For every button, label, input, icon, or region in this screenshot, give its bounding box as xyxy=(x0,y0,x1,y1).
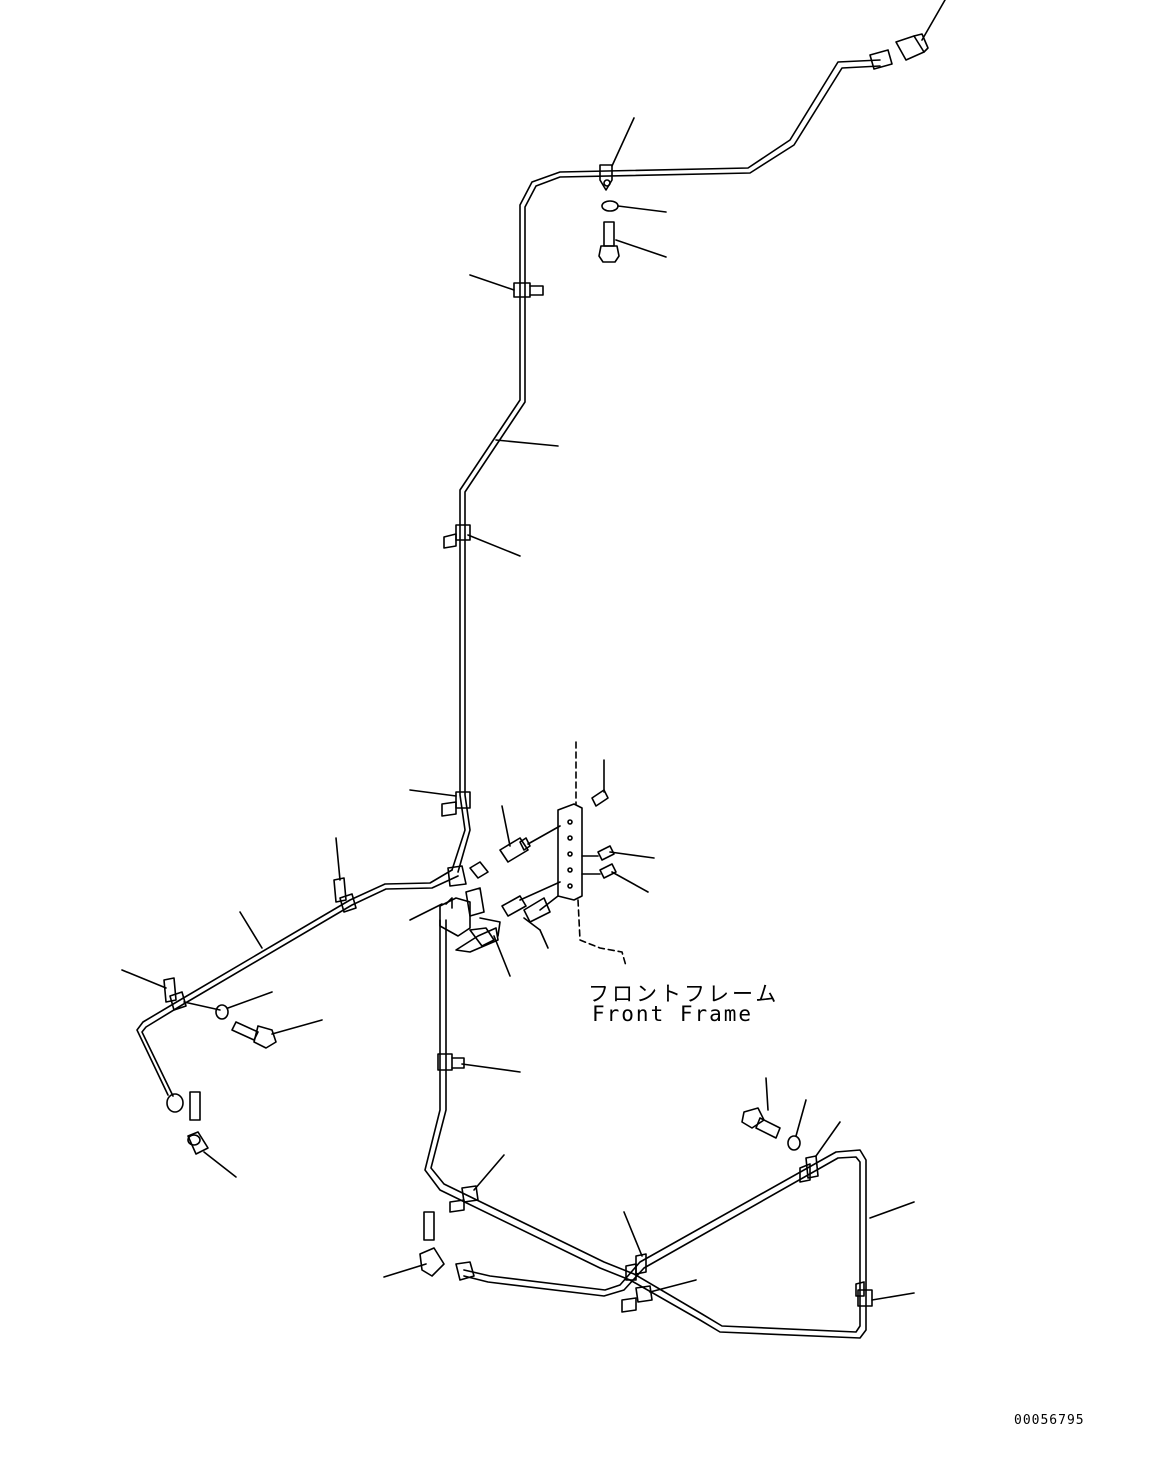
washer xyxy=(787,1135,801,1151)
leader-line xyxy=(795,1099,807,1137)
leader-line xyxy=(519,881,561,901)
leader-line xyxy=(611,117,635,167)
leader-line xyxy=(467,534,521,557)
leader-line xyxy=(409,789,457,797)
leader-line xyxy=(383,1263,427,1278)
drawing-number: 00056795 xyxy=(1014,1413,1085,1428)
top-clamp xyxy=(599,164,613,191)
pipe-clamp xyxy=(855,1281,873,1307)
leader-line xyxy=(461,1063,521,1073)
center-bracket-assembly xyxy=(439,861,501,953)
pipe-clamp xyxy=(441,791,471,817)
leader-line xyxy=(523,917,541,931)
leader-line xyxy=(623,1211,643,1257)
leader-line xyxy=(239,911,263,949)
upper-pipe xyxy=(451,59,881,873)
leader-line xyxy=(869,1201,915,1219)
washer xyxy=(215,1004,229,1020)
leader-line xyxy=(271,1019,323,1035)
top-elbow-fitting xyxy=(869,33,929,70)
pipe-clamp xyxy=(625,1253,647,1281)
leader-line xyxy=(921,0,946,41)
leader-line xyxy=(815,1121,841,1157)
front-frame-plate xyxy=(557,803,583,901)
leader-line xyxy=(617,205,667,213)
leader-line xyxy=(335,837,341,881)
leader-line xyxy=(121,969,167,989)
pipe-clamp xyxy=(437,1053,465,1071)
frame-centerline xyxy=(575,741,627,967)
leader-line xyxy=(649,1279,697,1293)
leader-line xyxy=(527,825,561,845)
bolt xyxy=(741,1107,781,1139)
fitting xyxy=(597,845,615,861)
leader-line xyxy=(183,1001,221,1011)
leader-line xyxy=(469,274,515,291)
pipe-clamp xyxy=(621,1285,653,1313)
lower-vertical-pipe xyxy=(424,919,867,1339)
pipe-clamp xyxy=(513,282,544,298)
pipe-clamp xyxy=(799,1155,819,1183)
leader-line xyxy=(539,929,549,949)
pipe-clamp xyxy=(449,1185,479,1213)
fitting xyxy=(501,895,551,923)
leader-line xyxy=(203,1151,237,1178)
end-fitting xyxy=(419,1211,475,1281)
bolt xyxy=(231,1021,277,1049)
leader-line xyxy=(765,1077,769,1111)
leader-line xyxy=(493,935,511,977)
pipe-clamp xyxy=(163,977,187,1011)
leader-line xyxy=(609,851,655,859)
front-frame-label-jp: フロントフレーム xyxy=(588,982,780,1006)
leader-line xyxy=(615,239,667,258)
leader-line xyxy=(409,903,443,921)
leader-line xyxy=(871,1292,915,1301)
leader-line xyxy=(611,871,649,893)
front-frame-label-en: Front Frame xyxy=(592,1002,754,1026)
fitting xyxy=(499,837,531,863)
fitting xyxy=(591,789,609,807)
leader-line xyxy=(473,1154,505,1191)
leader-line xyxy=(227,991,273,1009)
bolt xyxy=(598,221,620,263)
left-branch-pipe xyxy=(136,869,459,1097)
washer xyxy=(601,200,619,212)
leader-line xyxy=(501,805,511,847)
pipe-clamp xyxy=(443,524,471,549)
fitting xyxy=(599,863,617,879)
leader-line xyxy=(495,439,559,447)
leader-line xyxy=(539,895,559,911)
end-fitting xyxy=(166,1091,209,1155)
